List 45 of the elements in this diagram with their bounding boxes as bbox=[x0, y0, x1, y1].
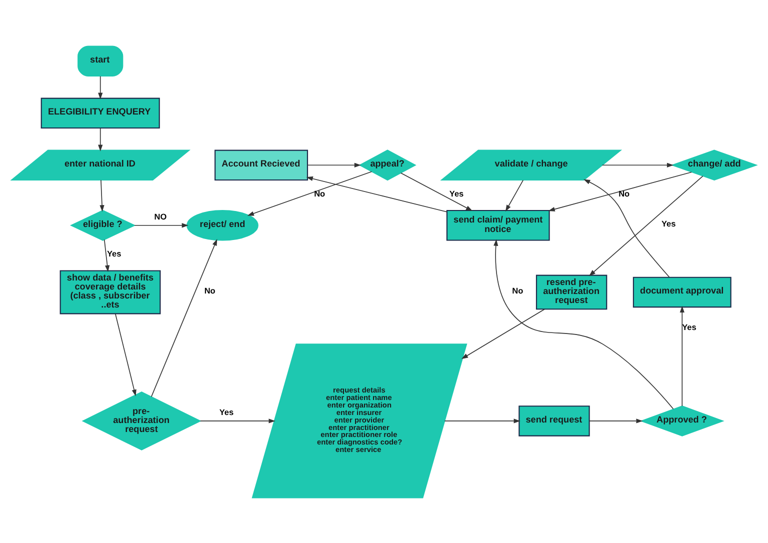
arrow bbox=[444, 418, 520, 423]
edge-label: No bbox=[204, 286, 216, 295]
arrow bbox=[400, 172, 473, 210]
edge-label: Yes bbox=[449, 188, 464, 198]
arrow bbox=[589, 418, 643, 423]
node-box: resend pre-autherization request bbox=[536, 274, 608, 310]
arrow bbox=[100, 179, 104, 212]
arrow bbox=[247, 170, 372, 216]
node-box: start bbox=[78, 45, 124, 76]
node-diamond: pre-autherization request bbox=[82, 390, 202, 450]
arrow bbox=[104, 238, 110, 272]
arrow bbox=[307, 162, 361, 167]
arrow bbox=[200, 418, 276, 423]
arrow bbox=[494, 238, 674, 409]
node-diamond: eligible ? bbox=[70, 209, 136, 240]
node-box: show data / benefits coverage details (class , subscriber ..ets bbox=[60, 270, 161, 314]
arrow bbox=[584, 178, 670, 278]
arrow bbox=[98, 127, 103, 151]
node-box: ELEGIBILITY ENQUERY bbox=[40, 97, 160, 128]
edge-label: No bbox=[618, 188, 630, 198]
arrow bbox=[98, 75, 103, 99]
edge-label: Yes bbox=[662, 219, 676, 228]
node-box: document approval bbox=[632, 276, 732, 308]
arrow bbox=[150, 238, 218, 397]
arrow bbox=[505, 179, 524, 212]
edge-label: Yes bbox=[219, 408, 234, 417]
node-box: send claim/ payment notice bbox=[446, 209, 550, 240]
arrow bbox=[114, 312, 136, 396]
arrow bbox=[306, 176, 448, 212]
edge-label: NO bbox=[154, 212, 167, 222]
arrow bbox=[548, 171, 692, 211]
edge-label: No bbox=[314, 188, 326, 198]
arrow bbox=[588, 175, 704, 276]
arrow bbox=[134, 222, 188, 228]
edge-label: Yes bbox=[106, 249, 122, 258]
node-diamond: change/ add bbox=[670, 149, 758, 180]
edge-label: Yes bbox=[682, 322, 696, 332]
arrow bbox=[461, 308, 546, 359]
node-diamond: Approved ? bbox=[640, 405, 724, 436]
node-diamond: appeal? bbox=[358, 149, 416, 180]
node-box: send request bbox=[518, 405, 590, 436]
node-box: Account Recieved bbox=[214, 149, 308, 180]
edge-label: No bbox=[512, 286, 524, 295]
arrow bbox=[602, 162, 674, 167]
arrow bbox=[680, 305, 684, 406]
